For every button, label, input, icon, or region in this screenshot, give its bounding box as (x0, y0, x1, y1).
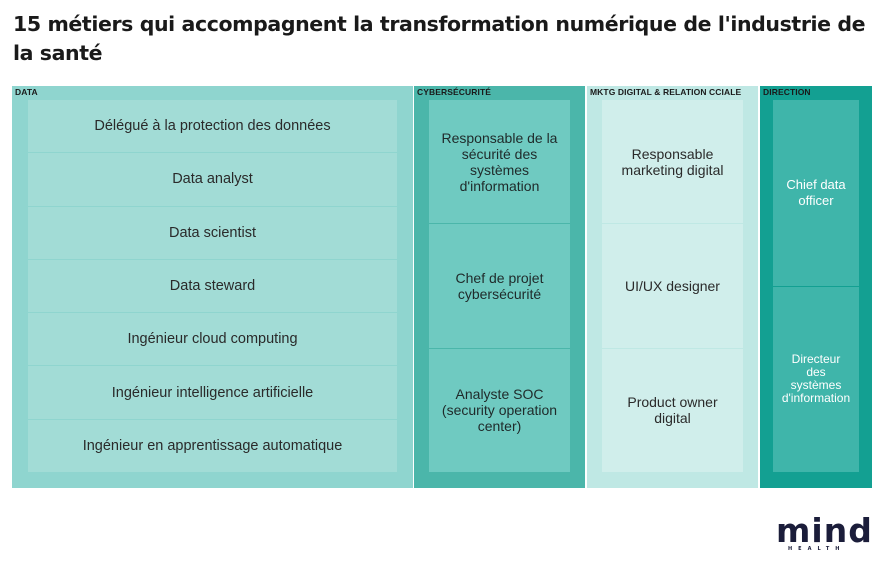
job-tile: Délégué à la protection des données (28, 100, 397, 153)
job-label: Chief data officer (786, 176, 846, 208)
job-label: Data scientist (168, 224, 257, 241)
job-tile: Data analyst (28, 153, 397, 206)
job-label: UI/UX designer (625, 277, 720, 294)
group-cybers-curit: CYBERSÉCURITÉ Responsable de la sécurité … (414, 86, 585, 488)
group-mktg-digital-relation-cciale: MKTG DIGITAL & RELATION CCIALE Responsabl… (587, 86, 758, 488)
job-tile: Analyste SOC (security operation center) (429, 348, 570, 472)
job-tile: Chef de projet cybersécurité (429, 224, 570, 348)
job-tile: Responsable marketing digital (602, 100, 743, 224)
job-label: Délégué à la protection des données (94, 118, 331, 135)
job-tile: UI/UX designer (602, 224, 743, 348)
job-tile: Product owner digital (602, 348, 743, 472)
logo-sub: HEALTH (788, 546, 845, 552)
job-label: Responsable de la sécurité des systèmes … (441, 129, 558, 194)
job-label: Data analyst (172, 171, 253, 188)
job-label: Responsable marketing digital (621, 145, 724, 178)
chart-title: 15 métiers qui accompagnent la transform… (13, 12, 866, 65)
job-tile: Chief data officer (773, 100, 859, 286)
job-label: Ingénieur en apprentissage automatique (82, 437, 343, 454)
group-label: DATA (15, 87, 38, 97)
job-tile: Responsable de la sécurité des systèmes … (429, 100, 570, 224)
group-label: CYBERSÉCURITÉ (417, 87, 492, 97)
group-label: DIRECTION (763, 87, 811, 97)
job-label: Ingénieur intelligence artificielle (111, 384, 314, 401)
job-label: Chef de projet cybersécurité (455, 269, 544, 302)
job-label: Product owner digital (627, 394, 718, 427)
job-label: Data steward (169, 277, 256, 294)
job-label: Ingénieur cloud computing (127, 331, 298, 348)
job-tile: Directeur des systèmes d'information (773, 286, 859, 472)
job-label: Directeur des systèmes d'information (781, 352, 851, 406)
group-label: MKTG DIGITAL & RELATION CCIALE (590, 87, 742, 97)
mind-health-logo: mind HEALTH (776, 512, 873, 552)
job-tile: Ingénieur en apprentissage automatique (28, 419, 397, 472)
job-tile: Ingénieur cloud computing (28, 313, 397, 366)
job-tile: Ingénieur intelligence artificielle (28, 366, 397, 419)
job-tile: Data scientist (28, 206, 397, 259)
job-label: Analyste SOC (security operation center) (441, 386, 558, 435)
logo-word: mind (776, 512, 873, 550)
job-tile: Data steward (28, 259, 397, 313)
